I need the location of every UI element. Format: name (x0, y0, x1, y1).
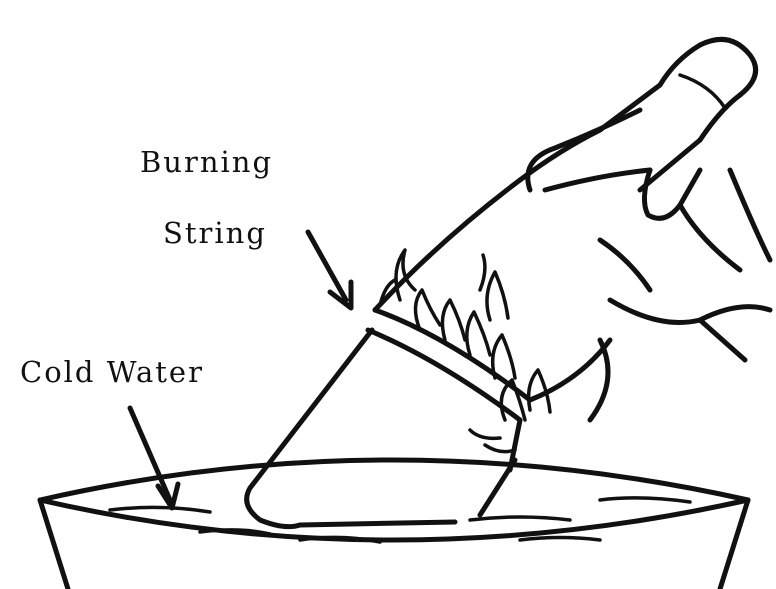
burning-string-arrow (308, 232, 351, 308)
burning-string-label-line1: Burning (140, 145, 273, 179)
cold-water-label: Cold Water (20, 355, 204, 389)
flames (380, 250, 550, 452)
burning-string-label-line2: String (163, 216, 267, 250)
hand (528, 110, 770, 420)
cold-water-arrow (130, 408, 178, 508)
